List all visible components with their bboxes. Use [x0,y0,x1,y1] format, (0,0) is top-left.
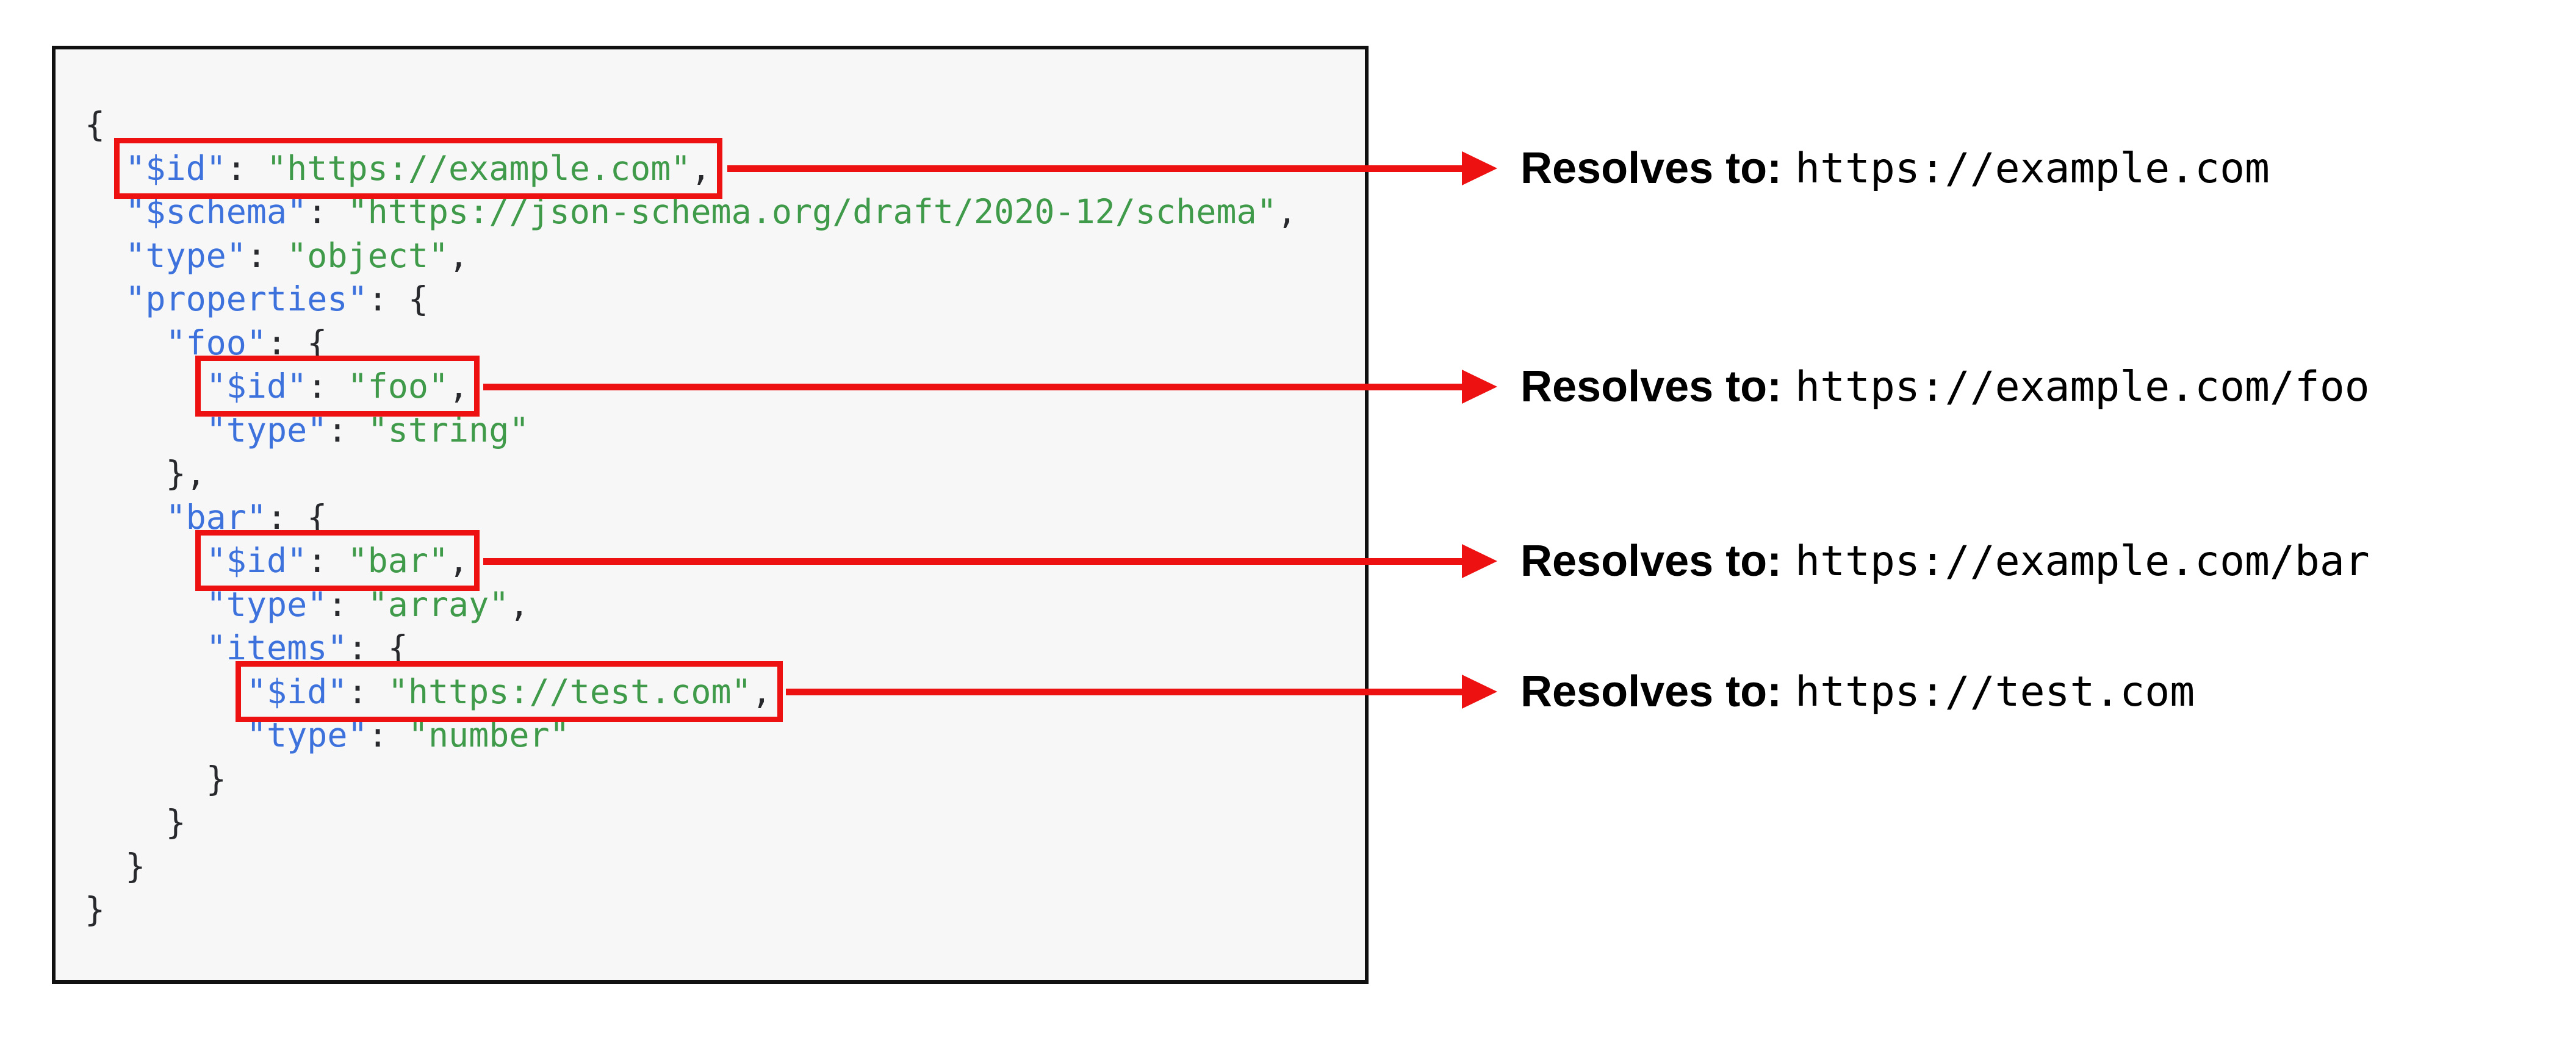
code-line: "type": "string" [85,409,1297,453]
code-line: }, [85,452,1297,496]
json-punctuation: } [206,759,226,798]
json-punctuation: : [307,367,348,406]
highlight-box: "$id": "https://test.com", [235,661,783,722]
json-key: "type" [206,584,328,624]
connector-arrow-items-id [786,675,1497,709]
code-line: "$id": "bar", [85,530,1297,591]
json-punctuation: , [751,672,772,711]
resolved-url: https://example.com/foo [1795,362,2370,411]
code-line: } [85,801,1297,845]
json-key: "type" [206,410,328,450]
code-line: "properties": { [85,278,1297,321]
code-line: } [85,845,1297,889]
json-schema-code-block: { "$id": "https://example.com", "$schema… [52,46,1369,984]
json-punctuation: } [125,846,146,886]
code-line: "$schema": "https://json-schema.org/draf… [85,190,1297,234]
resolves-to-label: Resolves to: [1520,537,1782,586]
resolved-url: https://example.com [1795,144,2270,193]
json-string-value: "https://json-schema.org/draft/2020-12/s… [347,192,1277,231]
json-punctuation: } [165,803,186,842]
json-string-value: "https://test.com" [387,672,752,711]
code-line: "type": "number" [85,714,1297,758]
json-key: "type" [246,715,368,754]
json-key: "$id" [206,541,308,580]
json-punctuation: } [85,890,106,929]
resolved-url: https://example.com/bar [1795,537,2370,586]
json-string-value: "object" [287,235,449,275]
code-line: } [85,888,1297,932]
json-string-value: "array" [367,584,509,624]
code-line: "$id": "https://example.com", [85,137,1297,199]
resolves-to-label: Resolves to: [1520,362,1782,411]
json-key: "properties" [125,279,368,318]
json-punctuation: , [691,148,711,188]
connector-arrow-bar-id [483,544,1497,578]
resolves-to-label: Resolves to: [1520,667,1782,716]
highlight-box: "$id": "foo", [195,356,480,417]
json-punctuation: , [448,367,469,406]
annotation-items-id: Resolves to: https://test.com [1520,664,2195,720]
json-punctuation: : [327,410,368,450]
json-punctuation: : [226,148,267,188]
json-punctuation: : { [267,497,328,537]
code-line: } [85,758,1297,801]
json-punctuation: : [307,192,348,231]
json-key: "$schema" [125,192,308,231]
json-punctuation: : [347,672,388,711]
json-punctuation: : { [347,628,408,667]
json-string-value: "bar" [347,541,449,580]
highlight-box: "$id": "bar", [195,530,480,591]
annotation-bar-id: Resolves to: https://example.com/bar [1520,533,2370,589]
json-punctuation: , [448,541,469,580]
code-line: "foo": { [85,321,1297,365]
json-punctuation: , [1276,192,1297,231]
json-key: "$id" [206,367,308,406]
json-punctuation: : [327,584,368,624]
json-key: "$id" [125,148,226,188]
json-punctuation: , [509,584,530,624]
code-line: "$id": "foo", [85,356,1297,417]
code-line: "type": "object", [85,234,1297,278]
code-line: "$id": "https://test.com", [85,661,1297,722]
json-punctuation: : { [267,323,328,362]
code-line: "bar": { [85,496,1297,540]
json-string-value: "number" [408,715,570,754]
resolved-url: https://test.com [1795,667,2195,716]
annotation-foo-id: Resolves to: https://example.com/foo [1520,359,2370,415]
code-line: "type": "array", [85,583,1297,627]
highlight-box: "$id": "https://example.com", [114,137,722,199]
json-string-value: "foo" [347,367,449,406]
code-line: { [85,103,1297,147]
json-key: "foo" [165,323,267,362]
json-key: "items" [206,628,348,667]
json-punctuation: : [307,541,348,580]
json-punctuation: : [367,715,408,754]
json-key: "$id" [246,672,348,711]
json-key: "bar" [165,497,267,537]
json-punctuation: , [448,235,469,275]
json-punctuation: { [85,105,106,144]
json-punctuation: : { [367,279,428,318]
code-listing: { "$id": "https://example.com", "$schema… [85,103,1297,932]
json-punctuation: }, [165,454,206,493]
resolves-to-label: Resolves to: [1520,144,1782,193]
json-string-value: "string" [367,410,530,450]
json-punctuation: : [246,235,287,275]
connector-arrow-foo-id [483,370,1497,404]
json-key: "type" [125,235,246,275]
connector-arrow-root-id [727,151,1497,185]
code-line: "items": { [85,626,1297,670]
annotation-root-id: Resolves to: https://example.com [1520,140,2270,196]
json-string-value: "https://example.com" [267,148,691,188]
